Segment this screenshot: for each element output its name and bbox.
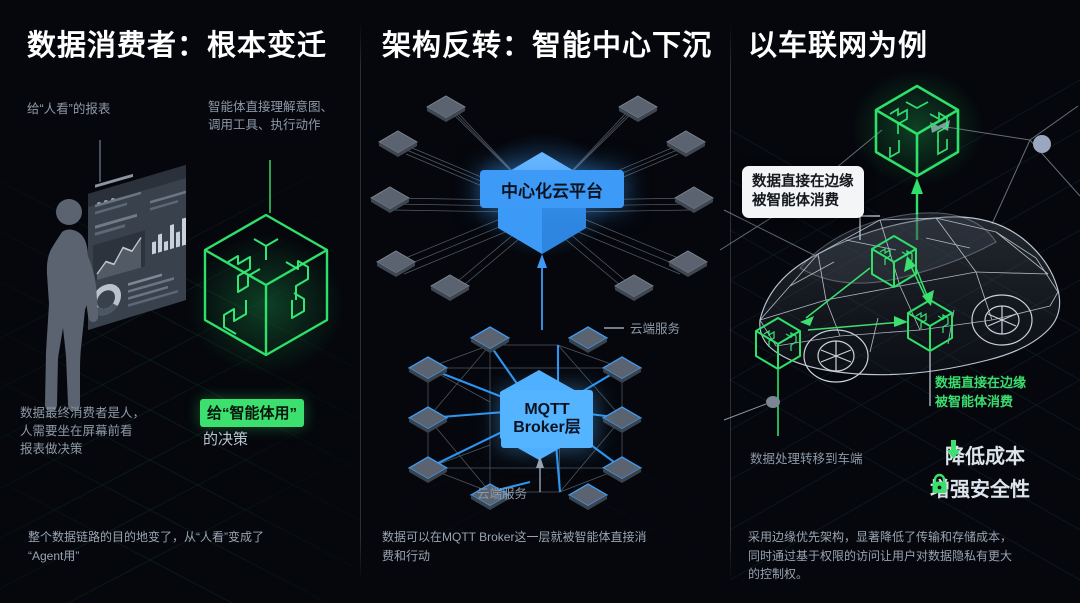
- column-divider-2: [730, 22, 731, 581]
- sensor-leader: [723, 396, 780, 421]
- column-1-title: 数据消费者：根本变迁: [27, 30, 328, 62]
- ai-cube-icon: [188, 213, 344, 375]
- benefit-cost-text: 降低成本: [945, 446, 1025, 468]
- label-human-note: 数据最终消费者是人， 人需要坐在屏幕前看 报表做决策: [20, 406, 146, 457]
- column-3-caption: 采用边缘优先架构，显著降低了传输和存储成本， 同时通过基于权限的访问让用户对数据…: [748, 530, 1013, 582]
- badge-subtext: 的决策: [203, 431, 249, 448]
- mqtt-line-1: MQTT: [524, 401, 570, 419]
- label-edge-consume: 数据直接在边缘 被智能体消费: [935, 375, 1027, 409]
- leader-bottom-arrow: [536, 456, 544, 492]
- column-consumers: 数据消费者：根本变迁 给“人看”的报表 智能体直接理解意图、 调用工具、执行动作: [0, 0, 360, 603]
- badge-for-agents: 给“智能体用”: [200, 399, 305, 427]
- benefit-row-cost: 降低成本: [945, 440, 1032, 469]
- lock-glyph: [932, 473, 947, 493]
- arrow-roof-to-gateway: [911, 178, 923, 240]
- edge-gateway-cube-top: [874, 84, 960, 178]
- column-2-title: 架构反转：智能中心下沉: [382, 30, 713, 62]
- column-3-illustration: [719, 70, 1080, 436]
- label-processing-moved: 数据处理转移到车端: [750, 452, 863, 466]
- wheel-front: [803, 329, 869, 383]
- label-cloud-service-top: 云端服务: [630, 322, 681, 336]
- label-agent-actions: 智能体直接理解意图、 调用工具、执行动作: [208, 100, 334, 133]
- network-node-dot: [1033, 135, 1051, 153]
- in-car-data-arrows: [800, 256, 934, 331]
- label-cloud-service-bottom: 云端服务: [477, 487, 528, 501]
- in-car-cube-front: [755, 317, 801, 370]
- benefit-row-security: 增强安全性: [930, 473, 1037, 502]
- callout-edge-consume: 数据直接在边缘 被智能体消费: [742, 166, 864, 219]
- in-car-cube-roof: [871, 235, 917, 288]
- upward-arrow-to-cloud: [537, 254, 547, 330]
- label-report-for-people: 给“人看”的报表: [27, 102, 111, 116]
- column-architecture: 架构反转：智能中心下沉: [360, 0, 730, 603]
- column-1-caption: 整个数据链路的目的地变了，从“人看”变成了 “Agent用”: [28, 530, 264, 563]
- person-silhouette: [45, 199, 99, 411]
- wheel-rear: [971, 294, 1033, 346]
- in-car-cube-rear: [907, 299, 953, 352]
- column-iov: 以车联网为例: [719, 0, 1080, 603]
- callout-connector: [859, 215, 880, 240]
- car-wireframe: [759, 212, 1061, 383]
- column-3-title: 以车联网为例: [748, 30, 929, 62]
- chip-cloud-platform[interactable]: 中心化云平台: [480, 170, 624, 208]
- column-2-illustration: [370, 95, 714, 510]
- column-2-caption: 数据可以在MQTT Broker这一层就被智能体直接消 费和行动: [382, 530, 647, 563]
- column-1-illustration: [45, 140, 344, 411]
- chip-mqtt-broker[interactable]: MQTT Broker层: [501, 390, 593, 448]
- down-arrow-glyph: [947, 440, 960, 459]
- mqtt-line-2: Broker层: [513, 419, 581, 436]
- column-divider-1: [360, 22, 361, 581]
- dashboard-screen: [88, 165, 186, 330]
- benefit-security-text: 增强安全性: [930, 479, 1030, 501]
